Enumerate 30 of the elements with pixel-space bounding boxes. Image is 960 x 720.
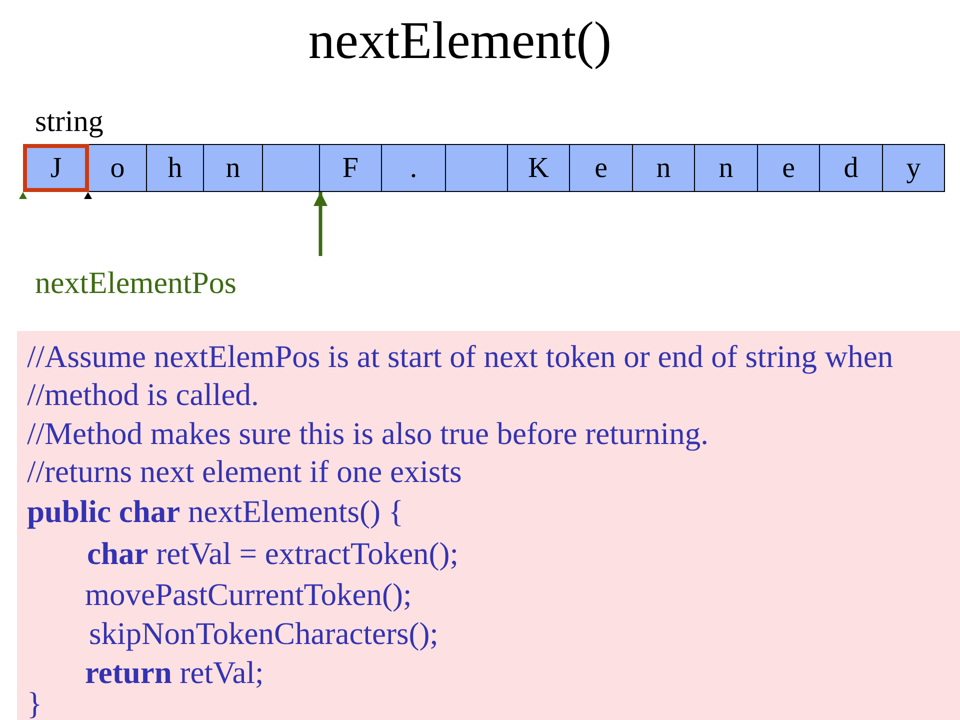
code-line: public char nextElements() { bbox=[27, 495, 404, 529]
pointer-arrow bbox=[314, 192, 328, 256]
character-cell: J bbox=[23, 144, 89, 192]
character-cell: n bbox=[694, 144, 758, 192]
character-cell bbox=[445, 144, 508, 192]
character-cell: . bbox=[381, 144, 446, 192]
title: nextElement() bbox=[307, 12, 613, 70]
code-line: //Method makes sure this is also true before returning. bbox=[27, 417, 708, 451]
code-line: } bbox=[27, 687, 42, 720]
pointer-label: nextElementPos bbox=[35, 265, 236, 301]
character-cell: F bbox=[319, 144, 382, 192]
character-cell: n bbox=[203, 144, 263, 192]
character-cell: e bbox=[569, 144, 633, 192]
character-cell: K bbox=[507, 144, 570, 192]
code-panel bbox=[17, 331, 960, 720]
code-line: //returns next element if one exists bbox=[27, 455, 462, 489]
code-line: return retVal; bbox=[85, 656, 264, 690]
code-line: //Assume nextElemPos is at start of next token or end of string when bbox=[27, 340, 894, 374]
character-cell: e bbox=[757, 144, 820, 192]
character-cell bbox=[262, 144, 320, 192]
code-line: skipNonTokenCharacters(); bbox=[89, 617, 438, 651]
character-cell: n bbox=[632, 144, 695, 192]
character-cell: d bbox=[819, 144, 883, 192]
array-label: string bbox=[35, 104, 104, 140]
character-cell: o bbox=[88, 144, 147, 192]
code-line: char retVal = extractToken(); bbox=[87, 537, 459, 571]
character-cell: h bbox=[146, 144, 204, 192]
code-line: //method is called. bbox=[27, 378, 259, 412]
code-line: movePastCurrentToken(); bbox=[85, 578, 412, 612]
character-cell: y bbox=[882, 144, 945, 192]
